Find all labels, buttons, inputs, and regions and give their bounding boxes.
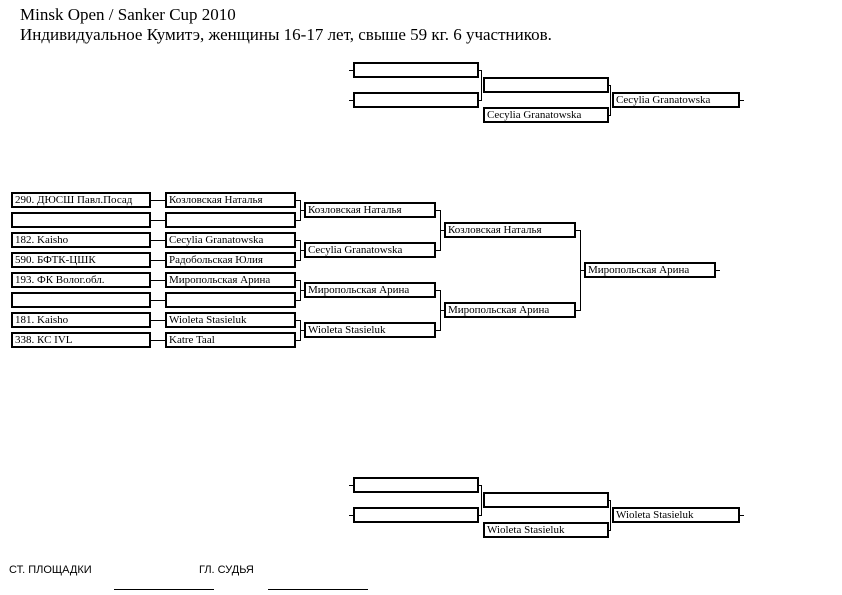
repechage-top-winner: Cecylia Granatowska	[612, 92, 740, 108]
bracket-slot: Cecylia Granatowska	[165, 232, 296, 248]
bracket-slot	[483, 77, 609, 93]
chief-judge-signature-line	[268, 589, 368, 590]
bracket-slot	[483, 492, 609, 508]
bracket-slot	[353, 507, 479, 523]
bracket-slot: Cecylia Granatowska	[483, 107, 609, 123]
bracket-slot: Козловская Наталья	[304, 202, 436, 218]
bracket-slot: Радобольская Юлия	[165, 252, 296, 268]
bracket-slot: Козловская Наталья	[165, 192, 296, 208]
club-slot: 338. КС IVL	[11, 332, 151, 348]
bracket-slot	[165, 292, 296, 308]
bracket-slot	[353, 477, 479, 493]
bracket-slot: Wioleta Stasieluk	[483, 522, 609, 538]
bracket-slot: Wioleta Stasieluk	[304, 322, 436, 338]
bracket-slot	[353, 92, 479, 108]
page-subtitle: Индивидуальное Кумитэ, женщины 16-17 лет…	[20, 25, 552, 44]
bracket-slot: Wioleta Stasieluk	[165, 312, 296, 328]
site-official-signature-line	[114, 589, 214, 590]
bracket-slot: Миропольская Арина	[165, 272, 296, 288]
club-slot: 193. ФК Волог.обл.	[11, 272, 151, 288]
page-title: Minsk Open / Sanker Cup 2010	[20, 5, 236, 24]
bracket-slot	[353, 62, 479, 78]
club-slot: 290. ДЮСШ Павл.Посад	[11, 192, 151, 208]
club-slot: 182. Kaisho	[11, 232, 151, 248]
bracket-slot	[165, 212, 296, 228]
bracket-slot: Козловская Наталья	[444, 222, 576, 238]
chief-judge-label: ГЛ. СУДЬЯ	[199, 564, 254, 576]
club-slot: 590. БФТК-ЦШК	[11, 252, 151, 268]
repechage-bottom-winner: Wioleta Stasieluk	[612, 507, 740, 523]
bracket-slot: Миропольская Арина	[444, 302, 576, 318]
bracket-slot: Cecylia Granatowska	[304, 242, 436, 258]
club-slot: 181. Kaisho	[11, 312, 151, 328]
site-official-label: СТ. ПЛОЩАДКИ	[9, 564, 92, 576]
bracket-slot: Katre Taal	[165, 332, 296, 348]
bracket-slot: Миропольская Арина	[304, 282, 436, 298]
club-slot	[11, 292, 151, 308]
club-slot	[11, 212, 151, 228]
main-bracket-winner: Миропольская Арина	[584, 262, 716, 278]
